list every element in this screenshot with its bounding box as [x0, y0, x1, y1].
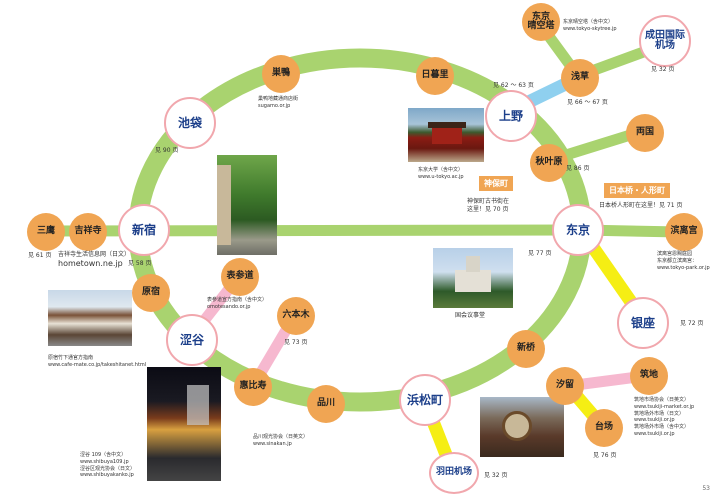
- jinbocho-ref: 神保町古书街在 这里！见 70 页: [467, 198, 510, 214]
- ryogoku-station[interactable]: 両国: [626, 114, 664, 152]
- shibuya-station[interactable]: 涩谷: [166, 314, 218, 366]
- shinagawa-label: 品川: [316, 398, 335, 409]
- hamamatsucho-label: 浜松町: [406, 392, 443, 407]
- sugamo-station[interactable]: 巣鴨: [262, 55, 300, 93]
- jinbocho-banner[interactable]: 神保町: [479, 176, 513, 191]
- shinagawa-caption: 品川观光协会（日英文）www.sinakan.jp: [253, 434, 309, 447]
- haneda-ref: 见 32 页: [484, 472, 508, 479]
- ueno-gate-photo: [408, 108, 484, 162]
- diet-building-photo: [433, 248, 513, 308]
- omotesando-station[interactable]: 表参道: [221, 258, 259, 296]
- roppongi-ref: 见 73 页: [284, 339, 308, 346]
- shiodome-label: 汐留: [555, 380, 574, 391]
- odaiba-label: 台场: [594, 422, 613, 433]
- nihonbashi-banner[interactable]: 日本桥・人形町: [604, 183, 670, 198]
- harajuku-station-photo: [48, 290, 132, 346]
- odaiba-ref: 见 76 页: [593, 452, 617, 459]
- narita-airport[interactable]: 成田国际 机场: [639, 15, 691, 67]
- nippori-label: 日暮里: [421, 70, 449, 81]
- kichijoji-label: 吉祥寺: [74, 226, 102, 237]
- ikebukuro-station[interactable]: 池袋: [164, 97, 216, 149]
- omotesando-label: 表参道: [226, 271, 254, 282]
- odaiba-station[interactable]: 台场: [585, 409, 623, 447]
- ueno-caption: 东京大学（含中文）www.u-tokyo.ac.jp: [418, 167, 464, 180]
- chuo-line: [27, 224, 582, 237]
- asakusa-label: 浅草: [570, 72, 589, 83]
- tsukiji-station[interactable]: 筑地: [630, 357, 668, 395]
- akihabara-station[interactable]: 秋叶原: [530, 144, 568, 182]
- roppongi-label: 六本木: [282, 310, 310, 321]
- shinjuku-station[interactable]: 新宿: [118, 204, 170, 256]
- ikebukuro-label: 池袋: [177, 115, 202, 130]
- skytree-caption: 东京晴空塔（含中文）www.tokyo-skytree.jp: [563, 19, 617, 32]
- haneda-label: 羽田机场: [435, 467, 472, 478]
- shibuya-label: 涩谷: [179, 332, 204, 347]
- shinjuku-ref: 见 58 页: [128, 260, 152, 267]
- nihonbashi-ref: 日本桥人形町在这里！见 71 页: [599, 202, 683, 209]
- akihabara-label: 秋叶原: [535, 157, 563, 168]
- hamarikyu-label: 滨离宫: [670, 226, 698, 237]
- nippori-station[interactable]: 日暮里: [416, 57, 454, 95]
- jinbocho-banner-label: 神保町: [484, 179, 508, 188]
- ginza-station[interactable]: 银座: [617, 297, 669, 349]
- ginza-label: 银座: [630, 315, 655, 330]
- ebisu-station[interactable]: 惠比寿: [234, 368, 272, 406]
- omotesando-caption: 表参道宣方指南（含中文）omotesando.or.jp: [207, 297, 268, 310]
- shinjuku-label: 新宿: [131, 222, 156, 237]
- ebisu-label: 惠比寿: [239, 381, 267, 392]
- narita-label: 成田国际 机场: [645, 29, 685, 51]
- shiodome-station[interactable]: 汐留: [546, 367, 584, 405]
- tsukiji-label: 筑地: [639, 370, 658, 381]
- kichijoji-caption: 吉祥寺生活信息网（日文）hometown.ne.jp: [58, 251, 131, 269]
- asakusa-ref: 见 66 ～ 67 页: [567, 99, 608, 106]
- tokyo-station[interactable]: 东京: [552, 204, 604, 256]
- zelkova-trees-photo: [217, 155, 277, 255]
- ueno-station[interactable]: 上野: [485, 90, 537, 142]
- nihonbashi-banner-label: 日本桥・人形町: [609, 186, 665, 195]
- mitaka-station[interactable]: 三鹰: [27, 213, 65, 251]
- skytree-station[interactable]: 东京 晴空塔: [522, 3, 560, 41]
- clock-sculpture-photo: [480, 397, 564, 457]
- tokyo-label: 东京: [565, 222, 590, 237]
- akihabara-ref: 见 86 页: [566, 165, 590, 172]
- narita-ref: 见 32 页: [651, 66, 675, 73]
- skytree-label: 东京 晴空塔: [527, 11, 555, 31]
- ikebukuro-ref: 见 90 页: [155, 147, 179, 154]
- roppongi-station[interactable]: 六本木: [277, 297, 315, 335]
- hamarikyu-caption: 滨离宫恩赐庭园东京都立滨离宫：www.tokyo-park.or.jp: [657, 251, 710, 271]
- shinbashi-label: 新桥: [516, 343, 535, 354]
- ueno-label: 上野: [498, 108, 523, 123]
- harajuku-label: 原宿: [141, 287, 160, 298]
- tokyo-ref: 见 77 页: [528, 250, 552, 257]
- shibuya-night-photo: [147, 367, 221, 481]
- shinbashi-station[interactable]: 新桥: [507, 330, 545, 368]
- asakusa-station[interactable]: 浅草: [561, 59, 599, 97]
- shinagawa-station[interactable]: 品川: [307, 385, 345, 423]
- ginza-ref: 见 72 页: [680, 320, 704, 327]
- harajuku-station[interactable]: 原宿: [132, 274, 170, 312]
- haneda-airport[interactable]: 羽田机场: [429, 452, 479, 494]
- ryogoku-label: 両国: [635, 127, 654, 138]
- hamamatsucho-station[interactable]: 浜松町: [399, 374, 451, 426]
- sugamo-label: 巣鴨: [271, 68, 290, 79]
- hamarikyu-station[interactable]: 滨离宫: [665, 213, 703, 251]
- ueno-ref: 见 62 ～ 63 页: [493, 82, 534, 89]
- mitaka-label: 三鹰: [36, 226, 55, 237]
- diet-caption: 国会议事堂: [455, 312, 486, 319]
- kichijoji-station[interactable]: 吉祥寺: [69, 213, 107, 251]
- mitaka-ref: 见 61 页: [28, 252, 52, 259]
- page-number: 53: [702, 485, 710, 492]
